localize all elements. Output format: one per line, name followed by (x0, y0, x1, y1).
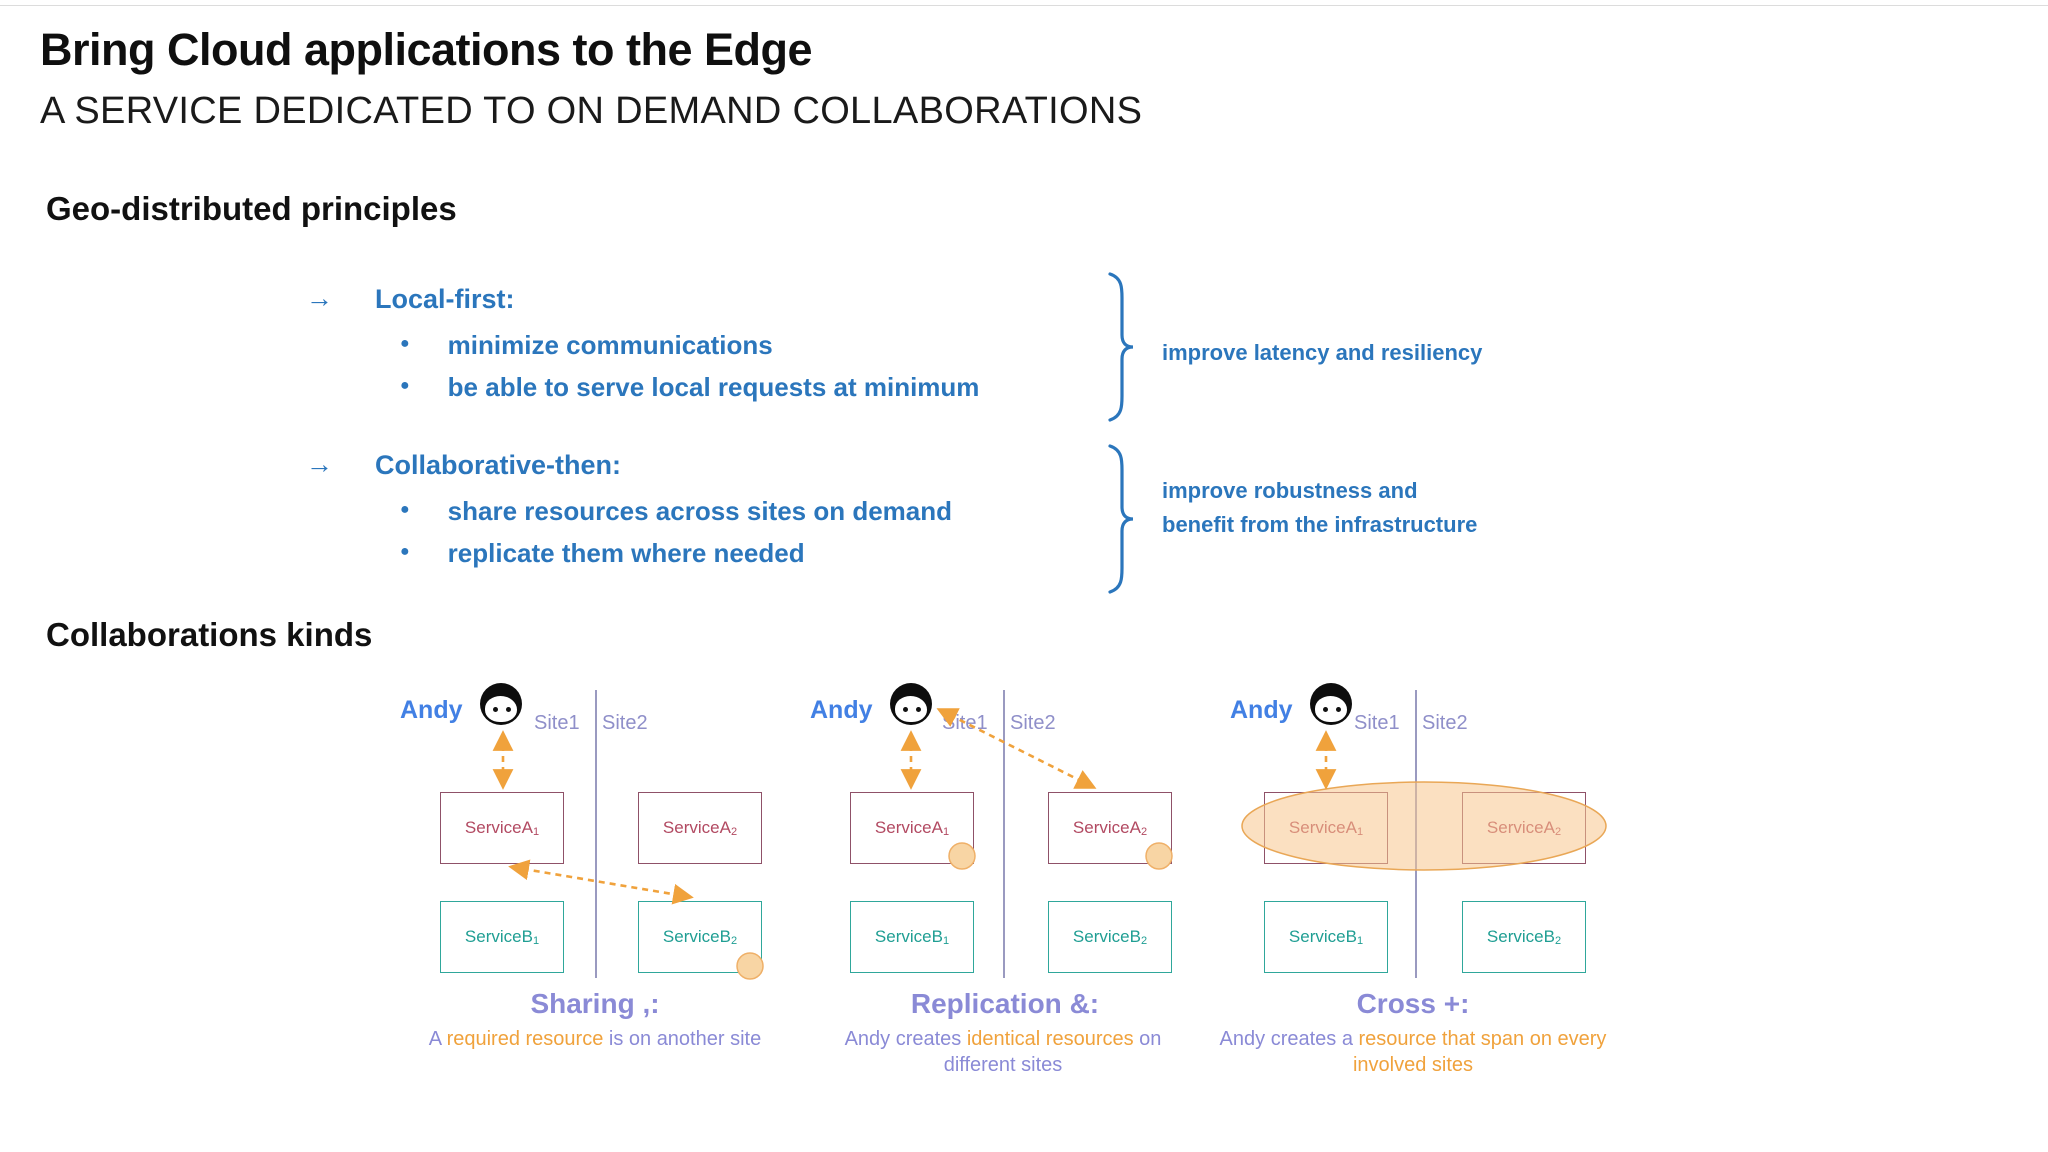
annotation-line: benefit from the infrastructure (1162, 512, 1478, 537)
principle-bullet-text: replicate them where needed (447, 537, 805, 568)
collab-kind-description: Andy creates a resource that span on eve… (1219, 1028, 1607, 1076)
principle-annotation: improve robustness and benefit from the … (1162, 474, 1477, 542)
bullet-dot-icon: ● (400, 501, 410, 518)
principle-bullet: ● be able to serve local requests at min… (400, 372, 1166, 403)
site-divider-line (1003, 690, 1005, 978)
section-heading-principles: Geo-distributed principles (46, 190, 457, 227)
cross-site-sharing-arrow (508, 859, 694, 905)
principle-annotation: improve latency and resiliency (1162, 336, 1482, 370)
site-divider-line (1415, 690, 1417, 978)
bullet-dot-icon: ● (400, 542, 410, 560)
andy-face-icon (480, 683, 522, 725)
principle-bullet-text: minimize communications (447, 330, 773, 360)
annotation-line: improve robustness and (1162, 478, 1418, 503)
andy-face-icon (890, 683, 932, 725)
site1-label: Site1 (942, 712, 988, 734)
collab-kind-description: A required resource is on another site (428, 1028, 762, 1050)
actor-label: Andy (1230, 696, 1293, 724)
bullet-dot-icon: ● (400, 335, 410, 352)
principle-bullet: ● share resources across sites on demand (400, 496, 1166, 527)
collab-kind-caption: Replication &: (910, 988, 1100, 1019)
curly-brace-icon (1108, 272, 1134, 422)
site2-label: Site2 (1422, 712, 1468, 734)
site1-label: Site1 (534, 712, 580, 734)
principle-bullet: ● minimize communications (400, 330, 1166, 361)
slide-top-border (0, 5, 2048, 6)
page-subtitle: A SERVICE DEDICATED TO ON DEMAND COLLABO… (40, 90, 1143, 132)
principle-heading: Collaborative-then: (375, 450, 622, 480)
principle-group-collaborative-then: → Collaborative-then: ● share resources … (306, 449, 1166, 569)
section-heading-collaborations: Collaborations kinds (46, 616, 373, 653)
arrow-right-icon: → (306, 283, 333, 313)
actor-label: Andy (810, 696, 873, 724)
principle-heading: Local-first: (375, 284, 515, 314)
site1-label: Site1 (1354, 712, 1400, 734)
andy-face-icon (1310, 683, 1352, 725)
annotation-line: improve latency and resiliency (1162, 340, 1483, 365)
collab-kind-description: Andy creates identical resources on diff… (844, 1028, 1162, 1076)
principle-bullet-text: be able to serve local requests at minim… (447, 371, 980, 402)
actor-label: Andy (400, 696, 463, 724)
bullet-dot-icon: ● (400, 376, 410, 394)
principle-group-local-first: → Local-first: ● minimize communications… (306, 283, 1166, 403)
collab-kind-caption: Cross +: (1356, 988, 1470, 1019)
principle-bullet-text: share resources across sites on demand (447, 496, 953, 526)
arrow-right-icon: → (306, 449, 333, 479)
site2-label: Site2 (602, 712, 648, 734)
site-divider-line (595, 690, 597, 978)
page-title: Bring Cloud applications to the Edge (40, 24, 813, 75)
collab-kind-caption: Sharing ,: (530, 988, 660, 1019)
principle-bullet: ● replicate them where needed (400, 538, 1166, 569)
site2-label: Site2 (1010, 712, 1056, 734)
curly-brace-icon (1108, 444, 1134, 594)
